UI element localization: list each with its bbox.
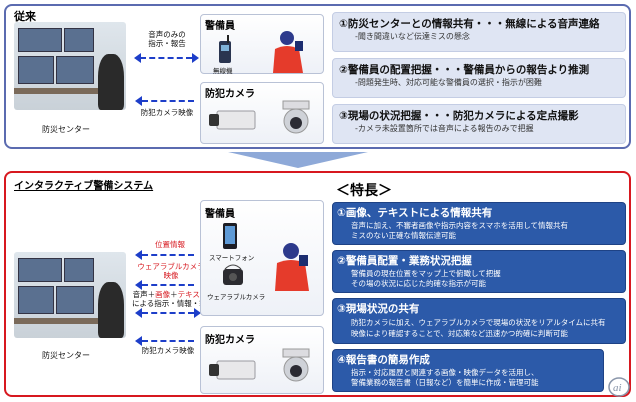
interactive-system-title: インタラクティブ警備システム	[14, 181, 154, 192]
top-arrow-video-head	[135, 96, 142, 106]
radio-icon	[219, 35, 231, 63]
top-center-label: 防災センター	[42, 125, 90, 134]
box-camera-icon	[209, 110, 256, 130]
guard-figure-icon-bottom	[275, 243, 309, 291]
top-arrow-video	[142, 100, 194, 102]
bottom-camera-box: 防犯カメラ	[200, 326, 324, 394]
location-arrow	[142, 254, 194, 256]
smartphone-icon	[223, 223, 237, 249]
top-arrow-voice-head-right	[192, 53, 199, 63]
top-item-1: ①防災センターとの情報共有・・・無線による音声連絡 -聞き間違いなど伝達ミスの懸…	[332, 12, 626, 52]
bottom-guard-box-title: 警備員	[205, 209, 235, 220]
bottom-center-label: 防災センター	[42, 351, 90, 360]
transition-arrow	[228, 152, 368, 168]
top-arrow-voice-label: 音声のみの 指示・報告	[148, 30, 186, 48]
security-video-label: 防犯カメラ映像	[141, 346, 195, 355]
voice-image-text-arrow	[142, 312, 194, 314]
location-arrow-head	[135, 250, 142, 260]
wearable-video-arrow-head	[135, 280, 142, 290]
conventional-title: 従来	[14, 10, 36, 23]
top-camera-box-title: 防犯カメラ	[205, 89, 255, 100]
voice-arrow-head-right	[194, 308, 201, 318]
radio-label: 無線機	[213, 67, 233, 75]
feature-card-3: ③現場状況の共有 防犯カメラに加え、ウェアラブルカメラで現場の状況をリアルタイム…	[332, 298, 626, 344]
guard-figure-icon	[273, 31, 303, 73]
top-camera-box: 防犯カメラ	[200, 82, 324, 144]
voice-arrow-head-left	[135, 308, 142, 318]
top-item-3: ③現場の状況把握・・・防犯カメラによる定点撮影 -カメラ未設置箇所では音声による…	[332, 104, 626, 144]
ai-logo: ai	[608, 377, 630, 397]
top-control-room-image	[14, 22, 126, 110]
wearable-video-arrow	[142, 284, 194, 286]
feature-card-2: ②警備員配置・業務状況把握 警備員の現在位置をマップ上で俯瞰して把握 その場の状…	[332, 250, 626, 293]
feature-card-1: ①画像、テキストによる情報共有 音声に加え、不審者画像や指示内容をスマホを活用し…	[332, 202, 626, 245]
top-arrow-voice-head-left	[134, 53, 141, 63]
wearable-camera-icon	[223, 264, 243, 285]
top-guard-box: 警備員 無線機	[200, 14, 324, 75]
dome-camera-icon-bottom	[282, 348, 310, 382]
features-title: ＜特長＞	[336, 183, 392, 199]
smartphone-label: スマートフォン	[209, 254, 255, 262]
voice-image-text-label: 音声＋画像＋テキスト による指示・情報・報告	[132, 290, 215, 308]
wearable-camera-label: ウェアラブルカメラ	[207, 293, 266, 301]
top-guard-box-title: 警備員	[205, 21, 235, 32]
dome-camera-icon	[282, 100, 310, 134]
logo-text: ai	[613, 382, 622, 394]
security-video-arrow	[142, 340, 194, 342]
top-arrow-video-label: 防犯カメラ映像	[140, 108, 194, 117]
bottom-control-room-image	[14, 252, 126, 338]
feature-card-4: ④報告書の簡易作成 指示・対応履歴と関連する画像・映像データを活用し、 警備業務…	[332, 349, 604, 392]
top-item-2: ②警備員の配置把握・・・警備員からの報告より推測 -問題発生時、対応可能な警備員…	[332, 58, 626, 98]
wearable-video-label: ウェアラブルカメラ 映像	[137, 262, 205, 280]
bottom-guard-box: 警備員 スマートフォン ウェアラブルカメラ	[200, 200, 324, 316]
bottom-camera-box-title: 防犯カメラ	[205, 335, 255, 346]
top-arrow-voice	[140, 57, 192, 59]
box-camera-icon-bottom	[209, 360, 256, 380]
location-info-label: 位置情報	[155, 240, 185, 249]
security-video-arrow-head	[135, 336, 142, 346]
